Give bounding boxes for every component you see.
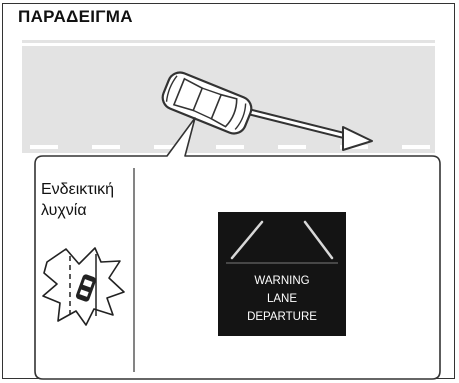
- warning-line-3: DEPARTURE: [218, 308, 346, 326]
- indicator-label: Ενδεικτική λυχνία: [41, 179, 137, 221]
- warning-text: WARNING LANE DEPARTURE: [218, 272, 346, 326]
- warning-line-2: LANE: [218, 290, 346, 308]
- lane-line-top: [22, 43, 435, 46]
- warning-line-1: WARNING: [218, 272, 346, 290]
